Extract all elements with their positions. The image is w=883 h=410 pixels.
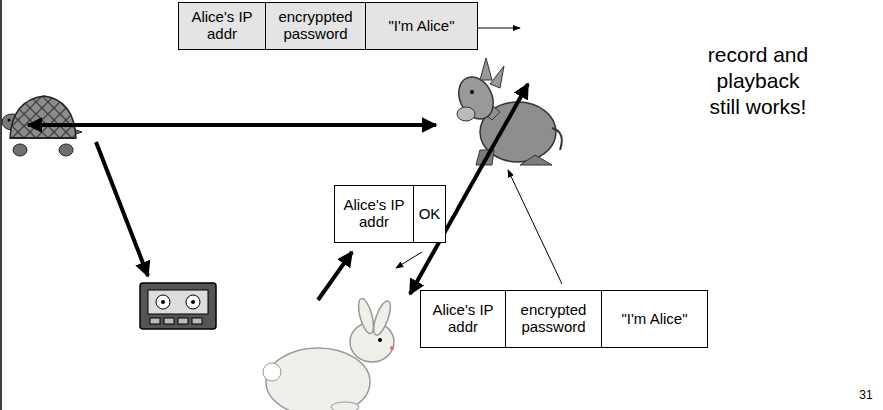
packet-field: Alice's IP addr [335, 186, 413, 242]
message-arrows [28, 28, 562, 300]
donkey-figure [452, 58, 562, 165]
rabbit-figure [263, 297, 394, 410]
slide-border [0, 0, 2, 410]
slide-note: record and playback still works! [700, 42, 816, 120]
packet-field: OK [413, 186, 445, 242]
replay-arrow [508, 170, 562, 284]
tape-recorder [140, 283, 216, 329]
alice-bob-link [28, 123, 436, 127]
record-arrow [96, 142, 148, 276]
packet-field: encrypted password [505, 291, 601, 347]
playback-arrow [318, 252, 352, 300]
packet-field: encryppted password [265, 3, 365, 49]
packet-field: "I'm Alice" [601, 291, 707, 347]
packet-field: Alice's IP addr [421, 291, 505, 347]
page-number: 31 [852, 388, 880, 402]
message-packet: Alice's IP addrencryppted password"I'm A… [178, 2, 478, 50]
message-packet: Alice's IP addrOK [334, 185, 446, 243]
packet-field: Alice's IP addr [179, 3, 265, 49]
packet-field: "I'm Alice" [365, 3, 477, 49]
reply-arrow [396, 252, 422, 268]
message-packet: Alice's IP addrencrypted password"I'm Al… [420, 290, 708, 348]
